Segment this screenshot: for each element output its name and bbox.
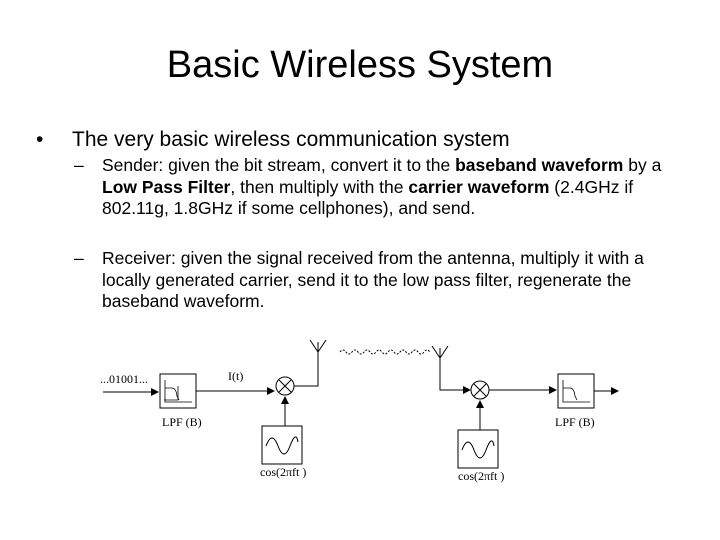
tx-antenna-icon (309, 339, 327, 353)
bit-stream-label: ...01001... (100, 372, 148, 386)
right-mixer (470, 380, 490, 400)
sender-subbullet: – Sender: given the bit stream, convert … (74, 155, 684, 220)
signal-label: I(t) (228, 369, 243, 383)
dash-marker: – (74, 155, 84, 175)
wireless-channel-wave (339, 349, 431, 355)
left-carrier-oscillator (261, 425, 303, 465)
carrier-left-label: cos(2πft ) (260, 465, 306, 479)
sender-text-mid1: by a (623, 155, 662, 175)
mixer-to-antenna-line (294, 352, 319, 387)
rx-antenna-icon (431, 345, 449, 359)
slide-title: Basic Wireless System (166, 44, 554, 86)
right-carrier-oscillator (457, 429, 499, 469)
wireless-system-diagram: ...01001... LPF (B) I(t) cos(2πft ) (100, 339, 619, 483)
bullet-dot: • (36, 128, 44, 151)
low-pass-filter-term: Low Pass Filter (102, 176, 231, 197)
lpf-right-label: LPF (B) (555, 415, 595, 429)
dash-marker: – (74, 248, 84, 268)
sender-text-prefix: Sender: given the bit stream, convert it… (102, 155, 456, 175)
sender-text-mid2: , then multiply with the (230, 176, 409, 197)
receiver-subbullet: – Receiver: given the signal received fr… (74, 248, 684, 313)
sender-text-suffix: (2.4GHz if 802.11g, 1.8GHz if some cellp… (102, 176, 634, 219)
main-bullet-text: The very basic wireless communication sy… (72, 128, 510, 151)
lpf-left-label: LPF (B) (162, 415, 202, 429)
receiver-text: Receiver: given the signal received from… (102, 248, 644, 311)
carrier-right-label: cos(2πft ) (458, 469, 504, 483)
left-mixer (275, 376, 295, 396)
baseband-waveform-term: baseband waveform (455, 155, 624, 175)
right-lpf-block (557, 373, 595, 409)
sender-text: Sender: given the bit stream, convert it… (102, 155, 684, 220)
carrier-waveform-term: carrier waveform (408, 176, 550, 197)
antenna-to-mixer-line (439, 358, 471, 394)
left-lpf-block (159, 373, 197, 409)
